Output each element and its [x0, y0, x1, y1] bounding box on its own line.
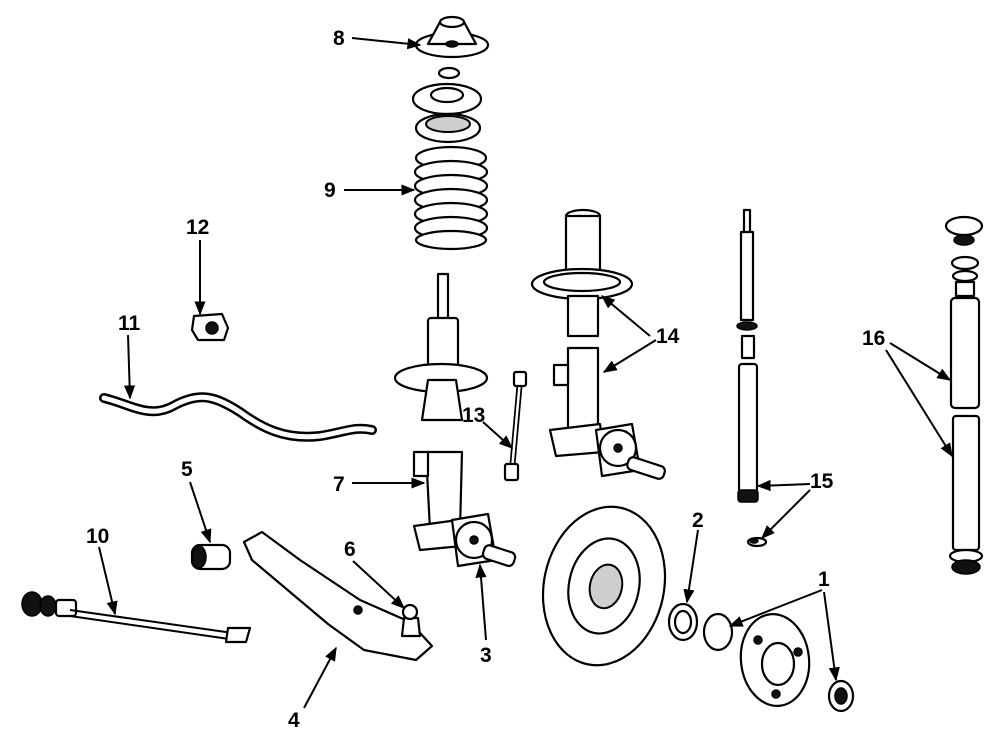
- callout-10: 10: [86, 525, 109, 548]
- steering-knuckle: [450, 512, 517, 568]
- callout-16: 16: [862, 327, 885, 350]
- callout-2: 2: [692, 509, 704, 532]
- shock-absorber: [736, 208, 759, 503]
- callout-8: 8: [333, 27, 345, 50]
- callout-14: 14: [656, 325, 680, 348]
- wheel-bearing: [667, 602, 699, 642]
- callout-6: 6: [344, 538, 356, 561]
- ball-joint: [400, 603, 422, 638]
- front-strut-assembly: [393, 272, 489, 552]
- coil-spring-assembly: [411, 82, 489, 251]
- lower-control-arm: [242, 530, 434, 662]
- callout-12: 12: [186, 216, 209, 239]
- stabilizer-link: [503, 370, 528, 482]
- callout-labels: 1 2 3 4 5 6 7 8 9 10 11 12 13 14 15 16: [86, 27, 885, 732]
- callout-4: 4: [288, 709, 300, 732]
- strut-assembly-lower: [548, 346, 666, 480]
- callout-15: 15: [810, 470, 834, 493]
- callout-7: 7: [333, 473, 345, 496]
- mount-washer: [437, 66, 461, 80]
- callout-9: 9: [324, 179, 336, 202]
- strut-assembly-upper: [530, 208, 634, 338]
- shock-bushing: [746, 536, 768, 548]
- callout-5: 5: [181, 458, 193, 481]
- callout-leaders: [98, 37, 953, 709]
- rear-shock-absorber: [944, 215, 984, 575]
- wheel-hub: [702, 612, 811, 707]
- strut-upper-mount: [414, 15, 490, 59]
- stabilizer-bushing: [190, 312, 230, 342]
- hub-nut: [827, 679, 855, 713]
- callout-13: 13: [462, 404, 485, 427]
- callout-1: 1: [818, 568, 830, 591]
- stabilizer-bar: [99, 392, 377, 442]
- control-arm-bushing: [190, 543, 232, 571]
- brake-rotor: [541, 505, 667, 667]
- strut-rod: [21, 591, 252, 644]
- callout-11: 11: [118, 312, 141, 335]
- callout-3: 3: [480, 644, 492, 667]
